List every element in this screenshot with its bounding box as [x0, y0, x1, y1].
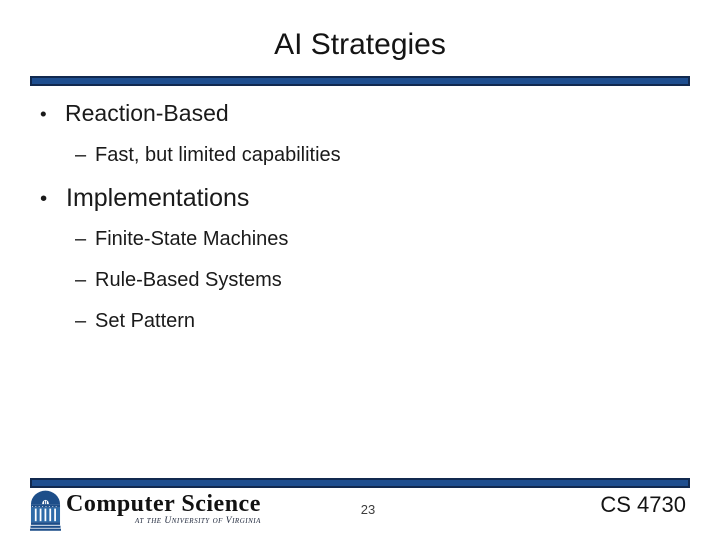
sub-bullet-text: Rule-Based Systems [95, 269, 282, 291]
dash-icon: – [75, 144, 87, 166]
slide-title: AI Strategies [274, 28, 446, 61]
course-label: CS 4730 [600, 492, 686, 517]
bullet-item: • Reaction-Based [40, 102, 229, 125]
bullet-text: Implementations [66, 184, 250, 212]
sub-bullet-text: Set Pattern [95, 310, 196, 332]
bullet-item: • Implementations [40, 186, 249, 211]
sub-bullet-item: –Fast, but limited capabilities [75, 145, 341, 165]
dash-icon: – [75, 269, 87, 291]
dash-icon: – [75, 228, 87, 250]
sub-bullet-text: Finite-State Machines [95, 228, 289, 250]
bullet-icon: • [40, 103, 47, 124]
bullet-text: Reaction-Based [65, 100, 229, 126]
rotunda-icon [30, 490, 61, 531]
sub-bullet-text: Fast, but limited capabilities [95, 144, 341, 166]
title-divider-bar [30, 76, 690, 86]
department-logo: Computer Science at the University of Vi… [30, 489, 261, 533]
sub-bullet-item: –Set Pattern [75, 311, 195, 331]
footer-divider-bar [30, 478, 690, 488]
logo-title: Computer Science [66, 491, 261, 517]
sub-bullet-item: –Rule-Based Systems [75, 270, 282, 290]
logo-subtitle: at the University of Virginia [135, 516, 261, 526]
logo-text-block: Computer Science at the University of Vi… [66, 492, 261, 527]
page-number: 23 [360, 502, 376, 517]
bullet-icon: • [40, 187, 48, 210]
sub-bullet-item: –Finite-State Machines [75, 229, 288, 249]
dash-icon: – [75, 310, 87, 332]
